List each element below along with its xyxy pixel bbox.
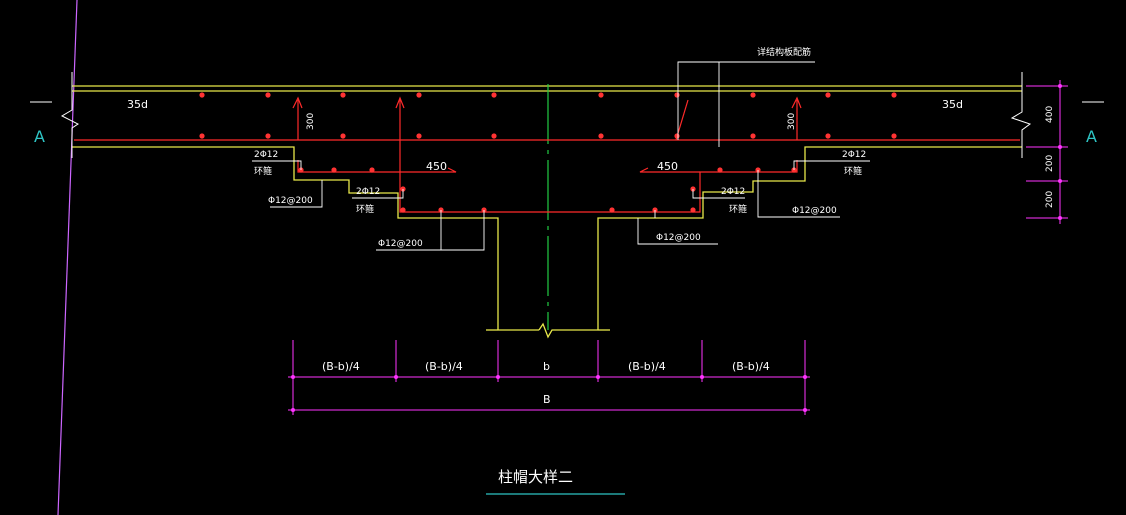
anchor-length-left: 35d [127,98,148,111]
hoop-label-3: 环箍 [729,203,747,215]
dim-right-3: 200 [1045,191,1055,208]
bend-length-left: 300 [306,113,316,130]
dim-bottom-2: (B-b)/4 [425,360,463,373]
cap-bent-bars [292,96,802,213]
bar-label-2: 2Φ12 [356,187,380,197]
bar-label-4: 2Φ12 [842,150,866,160]
dim-total: B [543,393,551,406]
section-label-right: A [1086,127,1097,146]
concrete-outline [72,85,1022,339]
break-symbols [60,72,1032,158]
drawing-title: 柱帽大样二 [498,468,573,486]
section-mark-left: A [30,101,52,146]
spacing-label-2: Φ12@200 [378,239,423,249]
dim-right-2: 200 [1045,155,1055,172]
section-label-left: A [34,127,45,146]
extension-left: 450 [426,160,447,173]
bend-length-right: 300 [787,113,797,130]
dim-bottom-3: b [543,360,550,373]
dim-right-1: 400 [1045,106,1055,123]
section-mark-right: A [1082,101,1104,146]
sheet-border-line [57,0,78,515]
dim-bottom-4: (B-b)/4 [628,360,666,373]
spacing-label-1: Φ12@200 [268,196,313,206]
leader-lines [252,61,870,251]
dim-bottom-1: (B-b)/4 [322,360,360,373]
note-slab-reinforcement: 详结构板配筋 [757,46,811,58]
dim-bottom-5: (B-b)/4 [732,360,770,373]
spacing-label-4: Φ12@200 [792,206,837,216]
spacing-label-3: Φ12@200 [656,233,701,243]
anchor-length-right: 35d [942,98,963,111]
hoop-label-2: 环箍 [356,203,374,215]
bar-label-3: 2Φ12 [721,187,745,197]
dimension-bottom-ticks [291,375,807,412]
dimension-right-ticks [1058,84,1062,220]
hoop-label-4: 环箍 [844,165,862,177]
extension-right: 450 [657,160,678,173]
hoop-label-1: 环箍 [254,165,272,177]
bar-label-1: 2Φ12 [254,150,278,160]
